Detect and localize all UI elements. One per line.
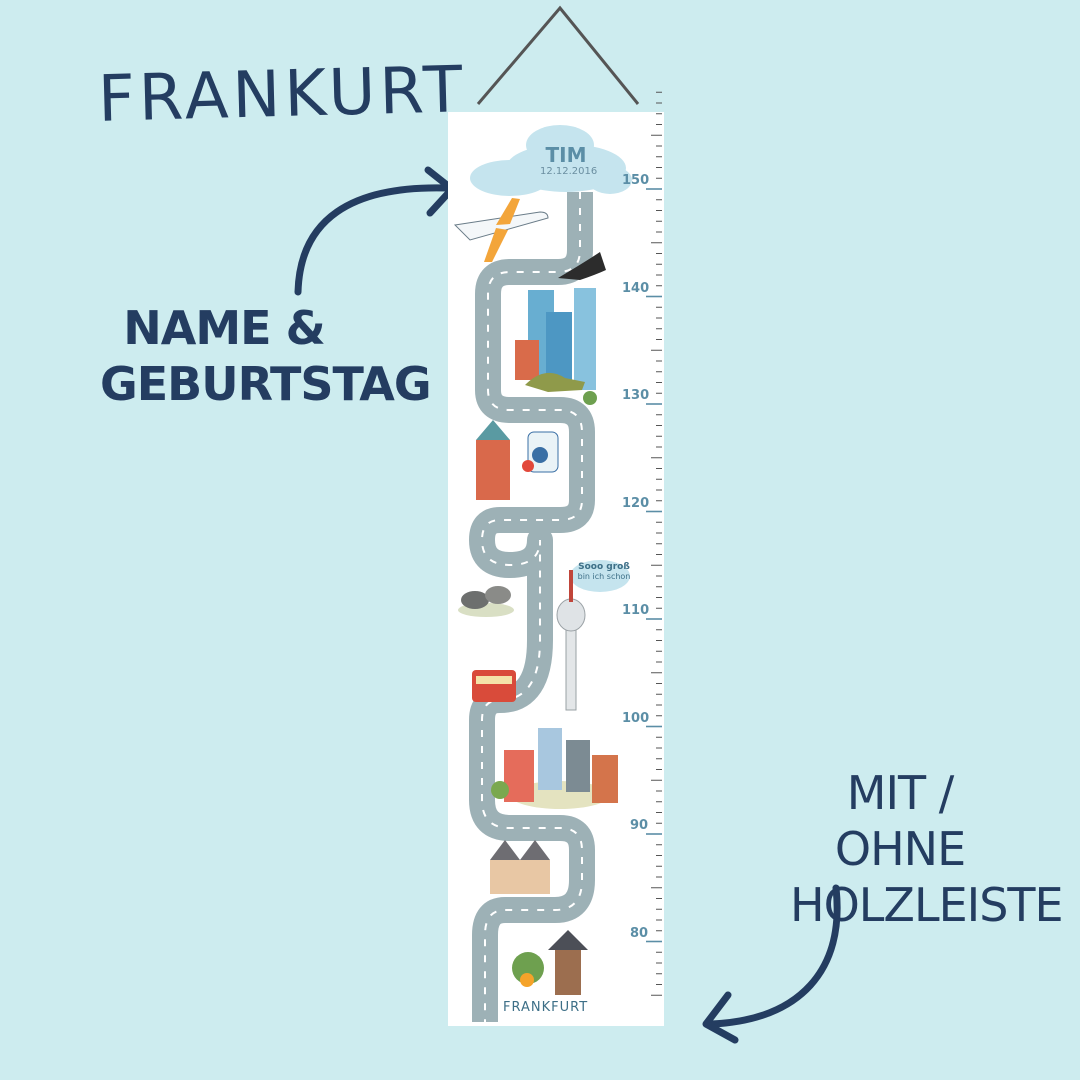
arrow-head-2-icon xyxy=(702,991,739,1044)
name-cloud: TIM 12.12.2016 xyxy=(540,143,598,178)
arrow-to-name-icon xyxy=(294,184,452,296)
apple-tree-icon xyxy=(512,952,544,987)
scale-label: 100 xyxy=(622,710,650,726)
tv-tower-icon xyxy=(556,570,586,711)
old-town-houses-icon xyxy=(491,728,618,809)
measurement-scale xyxy=(646,91,662,996)
scale-label: 120 xyxy=(622,495,650,511)
scale-label: 90 xyxy=(630,818,649,833)
rail-label-line1: MIT / OHNE xyxy=(834,766,966,876)
name-label-line1: NAME & xyxy=(123,301,325,355)
tree-icon xyxy=(583,391,597,405)
bubble-line1: Sooo groß xyxy=(578,562,630,572)
bubble-line2: bin ich schon xyxy=(577,572,631,581)
tower-building-icon xyxy=(476,440,510,500)
airplane-icon xyxy=(453,198,549,262)
tram-icon xyxy=(472,670,516,702)
eagle-icon xyxy=(558,252,606,280)
speech-bubble-icon xyxy=(570,560,630,592)
child-name: TIM xyxy=(545,143,587,167)
observation-tower-icon xyxy=(548,930,588,995)
apple-wine-jug-icon xyxy=(527,431,559,473)
scale-label: 110 xyxy=(622,603,650,618)
roemer-icon xyxy=(490,840,550,894)
scale-label: 150 xyxy=(622,173,650,188)
poster-footer-title: FRANKFURT xyxy=(503,1000,589,1015)
bull-bear-icon xyxy=(458,586,514,617)
scale-label: 80 xyxy=(630,925,649,941)
birth-date: 12.12.2016 xyxy=(540,166,598,177)
name-cloud-icon xyxy=(470,125,632,196)
dinosaur-icon xyxy=(525,372,585,392)
skyscrapers-icon xyxy=(515,288,596,390)
scale-label: 130 xyxy=(622,388,650,403)
scale-label: 140 xyxy=(622,280,650,296)
arrow-to-rail-icon xyxy=(708,884,841,1028)
speech-bubble-text: Sooo groß bin ich schon xyxy=(576,562,632,582)
apple-icon xyxy=(522,460,534,472)
